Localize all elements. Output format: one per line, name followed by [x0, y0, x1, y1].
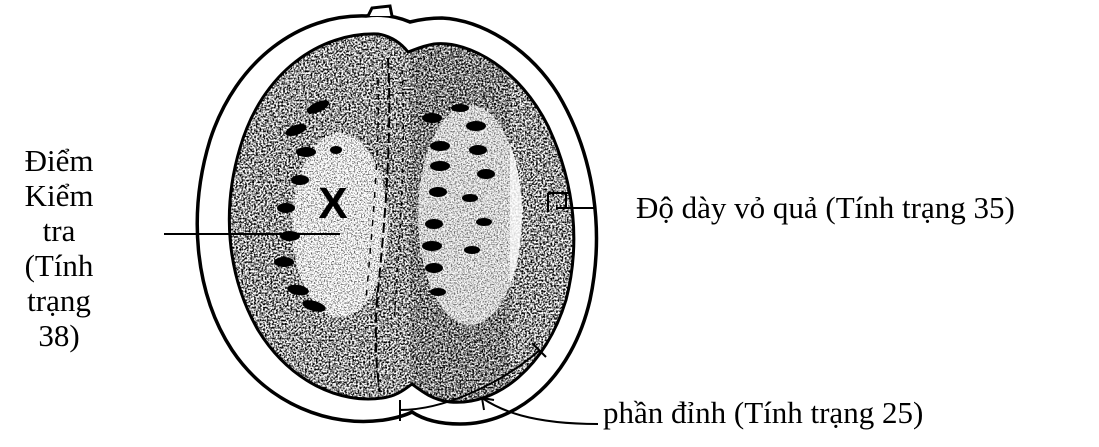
- checkpoint-label-line-6: 38): [0, 318, 118, 353]
- stem-nub: [368, 6, 392, 16]
- checkpoint-label-line-3: tra: [0, 213, 118, 248]
- checkpoint-label-line-4: (Tính: [0, 248, 118, 283]
- checkpoint-label-line-2: Kiểm: [0, 178, 118, 213]
- rind-thickness-label: Độ dày vỏ quả (Tính trạng 35): [636, 190, 1015, 225]
- checkpoint-label-line-1: Điểm: [0, 143, 118, 178]
- checkpoint-label-line-5: trạng: [0, 283, 118, 318]
- checkpoint-label: Điểm Kiểm tra (Tính trạng 38): [0, 143, 118, 353]
- apex-part-label: phần đỉnh (Tính trạng 25): [603, 395, 923, 430]
- checkpoint-mark: X: [318, 179, 347, 228]
